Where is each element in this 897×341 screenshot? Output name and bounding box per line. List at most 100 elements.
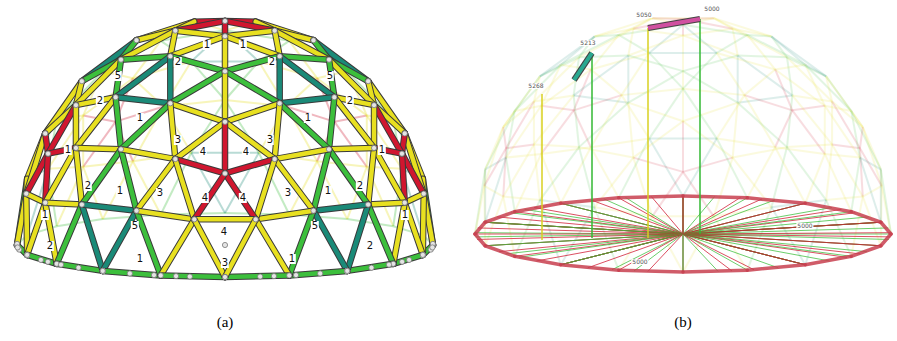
strut	[103, 211, 137, 271]
faint-strut	[682, 71, 684, 121]
radial-line	[683, 196, 684, 234]
strut-outline	[374, 148, 405, 203]
strut-outline	[225, 31, 275, 37]
radial-line	[683, 234, 805, 265]
strut-number: 3	[284, 188, 292, 198]
faint-strut	[633, 121, 683, 157]
hub	[253, 217, 258, 222]
strut	[225, 219, 256, 277]
strut	[45, 203, 82, 205]
faint-strut	[540, 200, 561, 265]
strut	[137, 211, 195, 220]
strut-number: 1	[116, 186, 124, 196]
hub	[222, 171, 227, 176]
faint-strut	[683, 158, 733, 172]
dome-b-faint	[475, 18, 891, 272]
strut	[137, 211, 161, 276]
hub	[222, 69, 227, 74]
strut-number: 2	[46, 241, 54, 251]
strut	[334, 97, 374, 148]
faint-strut	[775, 147, 825, 154]
faint-strut	[851, 158, 860, 212]
strut	[329, 60, 374, 106]
strut	[82, 205, 137, 211]
strut-outline	[222, 122, 229, 174]
faint-strut	[628, 103, 683, 122]
faint-strut	[775, 65, 805, 70]
strut-outline	[347, 205, 368, 271]
hub	[100, 268, 105, 273]
hub	[100, 268, 105, 273]
faint-strut	[832, 144, 860, 148]
faint-strut	[649, 89, 683, 139]
faint-strut	[805, 154, 825, 203]
strut	[225, 56, 280, 71]
hub	[271, 274, 276, 279]
strut	[329, 149, 368, 204]
hub	[25, 252, 30, 257]
hub	[192, 217, 197, 222]
strut	[313, 205, 368, 211]
strut-outline	[225, 71, 280, 103]
faint-strut	[649, 52, 717, 54]
faint-strut	[633, 29, 683, 36]
hub	[24, 191, 29, 196]
hub	[79, 79, 84, 84]
strut	[329, 97, 334, 149]
radial-line	[683, 234, 890, 237]
strut-outline	[334, 97, 374, 148]
hub	[345, 268, 350, 273]
base-ring	[561, 265, 619, 270]
radial-line	[683, 199, 762, 234]
faint-strut	[683, 89, 744, 95]
strut-outline	[275, 149, 329, 159]
hub	[222, 34, 227, 39]
faint-strut	[717, 139, 747, 198]
strut	[175, 31, 225, 37]
radial-line	[683, 234, 684, 272]
faint-strut	[574, 95, 579, 147]
radial-line	[648, 234, 683, 271]
faint-strut	[738, 55, 787, 57]
strut-number: 1	[401, 210, 409, 220]
strut-outline	[225, 219, 256, 277]
hub	[73, 145, 78, 150]
strut-number: 1	[64, 145, 72, 155]
strut	[170, 103, 225, 121]
strut-number: 2	[366, 241, 374, 251]
strut-outline	[76, 148, 121, 149]
base-ring	[851, 212, 881, 223]
strut-number: 4	[201, 193, 209, 203]
faint-strut	[775, 69, 792, 110]
radial-line	[561, 234, 683, 265]
faint-strut	[574, 95, 629, 102]
faint-strut	[683, 55, 738, 71]
hub	[187, 274, 192, 279]
strut-outline	[329, 60, 374, 106]
strut	[280, 56, 335, 97]
hub	[222, 119, 227, 124]
faint-strut	[775, 147, 805, 203]
strut-outline	[170, 56, 225, 71]
radial-line	[634, 234, 683, 271]
hub	[258, 274, 263, 279]
hub	[222, 274, 227, 279]
strut	[82, 205, 103, 271]
hub	[402, 131, 407, 136]
strut-outline	[175, 159, 194, 219]
strut	[76, 148, 121, 149]
strut-number: 1	[239, 40, 247, 50]
strut-number: 2	[84, 181, 92, 191]
base-ring	[805, 256, 851, 264]
faint-strut	[591, 139, 649, 148]
strut-number: 3	[156, 188, 164, 198]
faint-strut	[771, 36, 826, 76]
strut	[175, 159, 194, 219]
radial-line	[683, 234, 684, 272]
faint-strut	[787, 147, 826, 200]
faint-strut	[579, 147, 633, 157]
strut-number: 1	[324, 186, 332, 196]
strut-outline	[45, 148, 76, 203]
strut-outline	[329, 97, 334, 149]
